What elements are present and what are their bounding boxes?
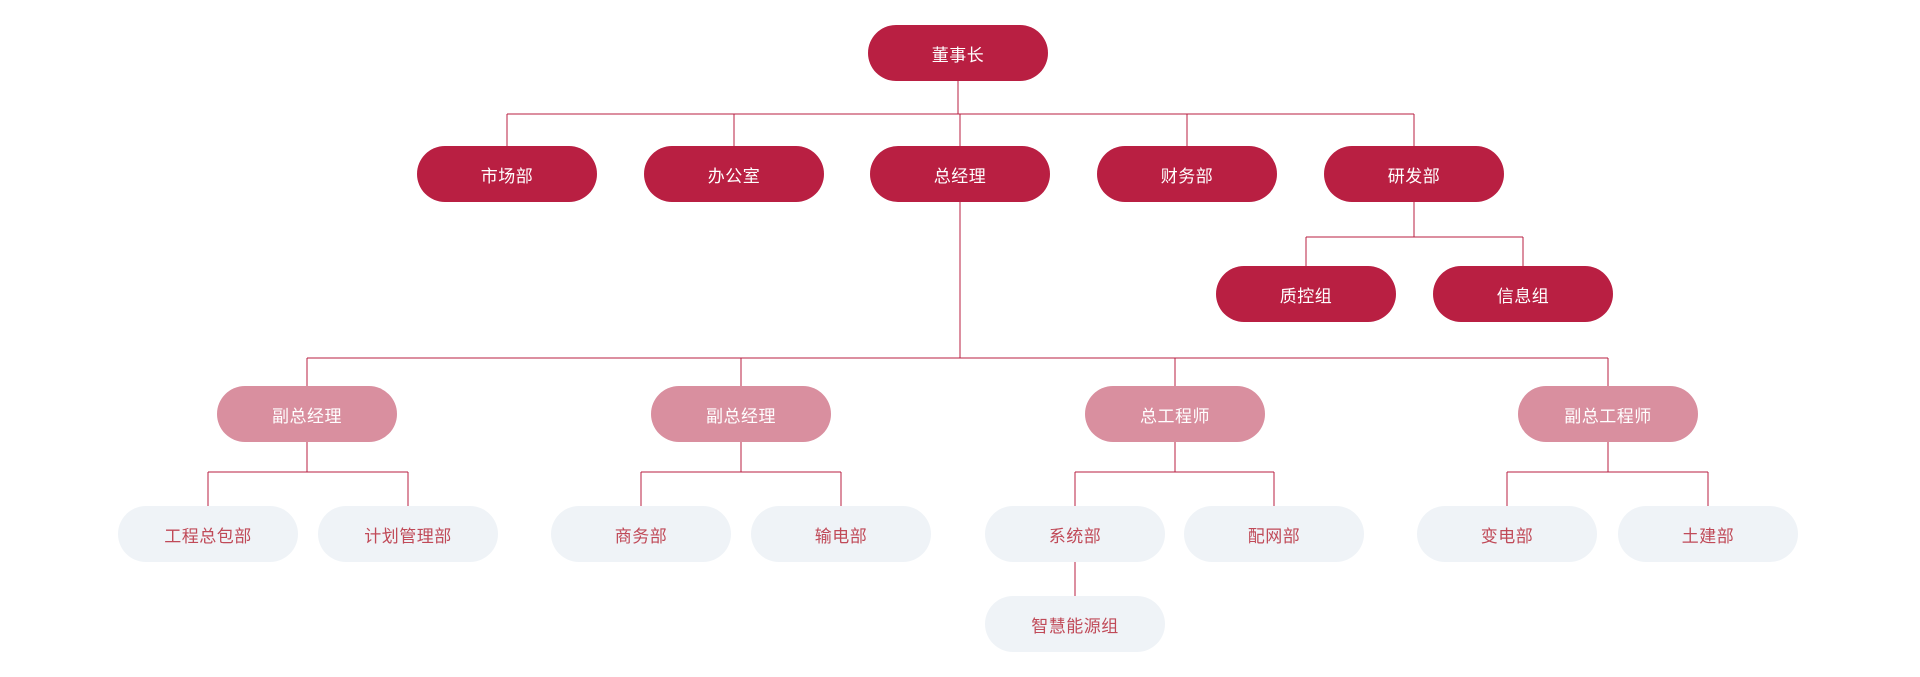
- org-node-label: 总经理: [933, 166, 987, 186]
- org-node-label: 商务部: [614, 526, 668, 546]
- org-node-qc-group[interactable]: 质控组: [1216, 266, 1396, 322]
- org-node-label: 智慧能源组: [1031, 616, 1119, 636]
- org-node-chairman[interactable]: 董事长: [868, 25, 1048, 81]
- org-node-deputy-chief-engineer[interactable]: 副总工程师: [1518, 386, 1698, 442]
- org-node-label: 财务部: [1160, 166, 1214, 186]
- org-node-deputy-gm-2[interactable]: 副总经理: [651, 386, 831, 442]
- org-node-label: 研发部: [1387, 166, 1441, 186]
- org-node-office[interactable]: 办公室: [644, 146, 824, 202]
- org-node-label: 副总工程师: [1564, 406, 1652, 426]
- org-node-distribution-dept[interactable]: 配网部: [1184, 506, 1364, 562]
- org-node-deputy-gm-1[interactable]: 副总经理: [217, 386, 397, 442]
- org-node-label: 董事长: [931, 45, 985, 65]
- org-node-label: 信息组: [1496, 286, 1550, 306]
- org-node-label: 系统部: [1048, 526, 1102, 546]
- org-node-finance-dept[interactable]: 财务部: [1097, 146, 1277, 202]
- org-node-planning-dept[interactable]: 计划管理部: [318, 506, 498, 562]
- org-node-chief-engineer[interactable]: 总工程师: [1085, 386, 1265, 442]
- org-node-marketing-dept[interactable]: 市场部: [417, 146, 597, 202]
- org-node-transmission-dept[interactable]: 输电部: [751, 506, 931, 562]
- org-node-label: 质控组: [1279, 286, 1333, 306]
- org-node-general-manager[interactable]: 总经理: [870, 146, 1050, 202]
- org-node-system-dept[interactable]: 系统部: [985, 506, 1165, 562]
- org-node-epc-dept[interactable]: 工程总包部: [118, 506, 298, 562]
- org-node-label: 计划管理部: [364, 526, 452, 546]
- org-node-label: 土建部: [1681, 526, 1735, 546]
- org-node-label: 输电部: [814, 526, 868, 546]
- org-node-commerce-dept[interactable]: 商务部: [551, 506, 731, 562]
- org-node-rnd-dept[interactable]: 研发部: [1324, 146, 1504, 202]
- org-node-label: 总工程师: [1140, 406, 1210, 426]
- org-node-substation-dept[interactable]: 变电部: [1417, 506, 1597, 562]
- org-node-label: 工程总包部: [164, 526, 252, 546]
- org-node-label: 变电部: [1480, 526, 1534, 546]
- org-node-label: 市场部: [480, 166, 534, 186]
- org-node-info-group[interactable]: 信息组: [1433, 266, 1613, 322]
- org-node-label: 办公室: [707, 166, 761, 186]
- org-node-label: 副总经理: [272, 406, 342, 426]
- org-node-label: 副总经理: [706, 406, 776, 426]
- org-node-smart-energy-group[interactable]: 智慧能源组: [985, 596, 1165, 652]
- org-node-civil-dept[interactable]: 土建部: [1618, 506, 1798, 562]
- org-node-label: 配网部: [1247, 526, 1301, 546]
